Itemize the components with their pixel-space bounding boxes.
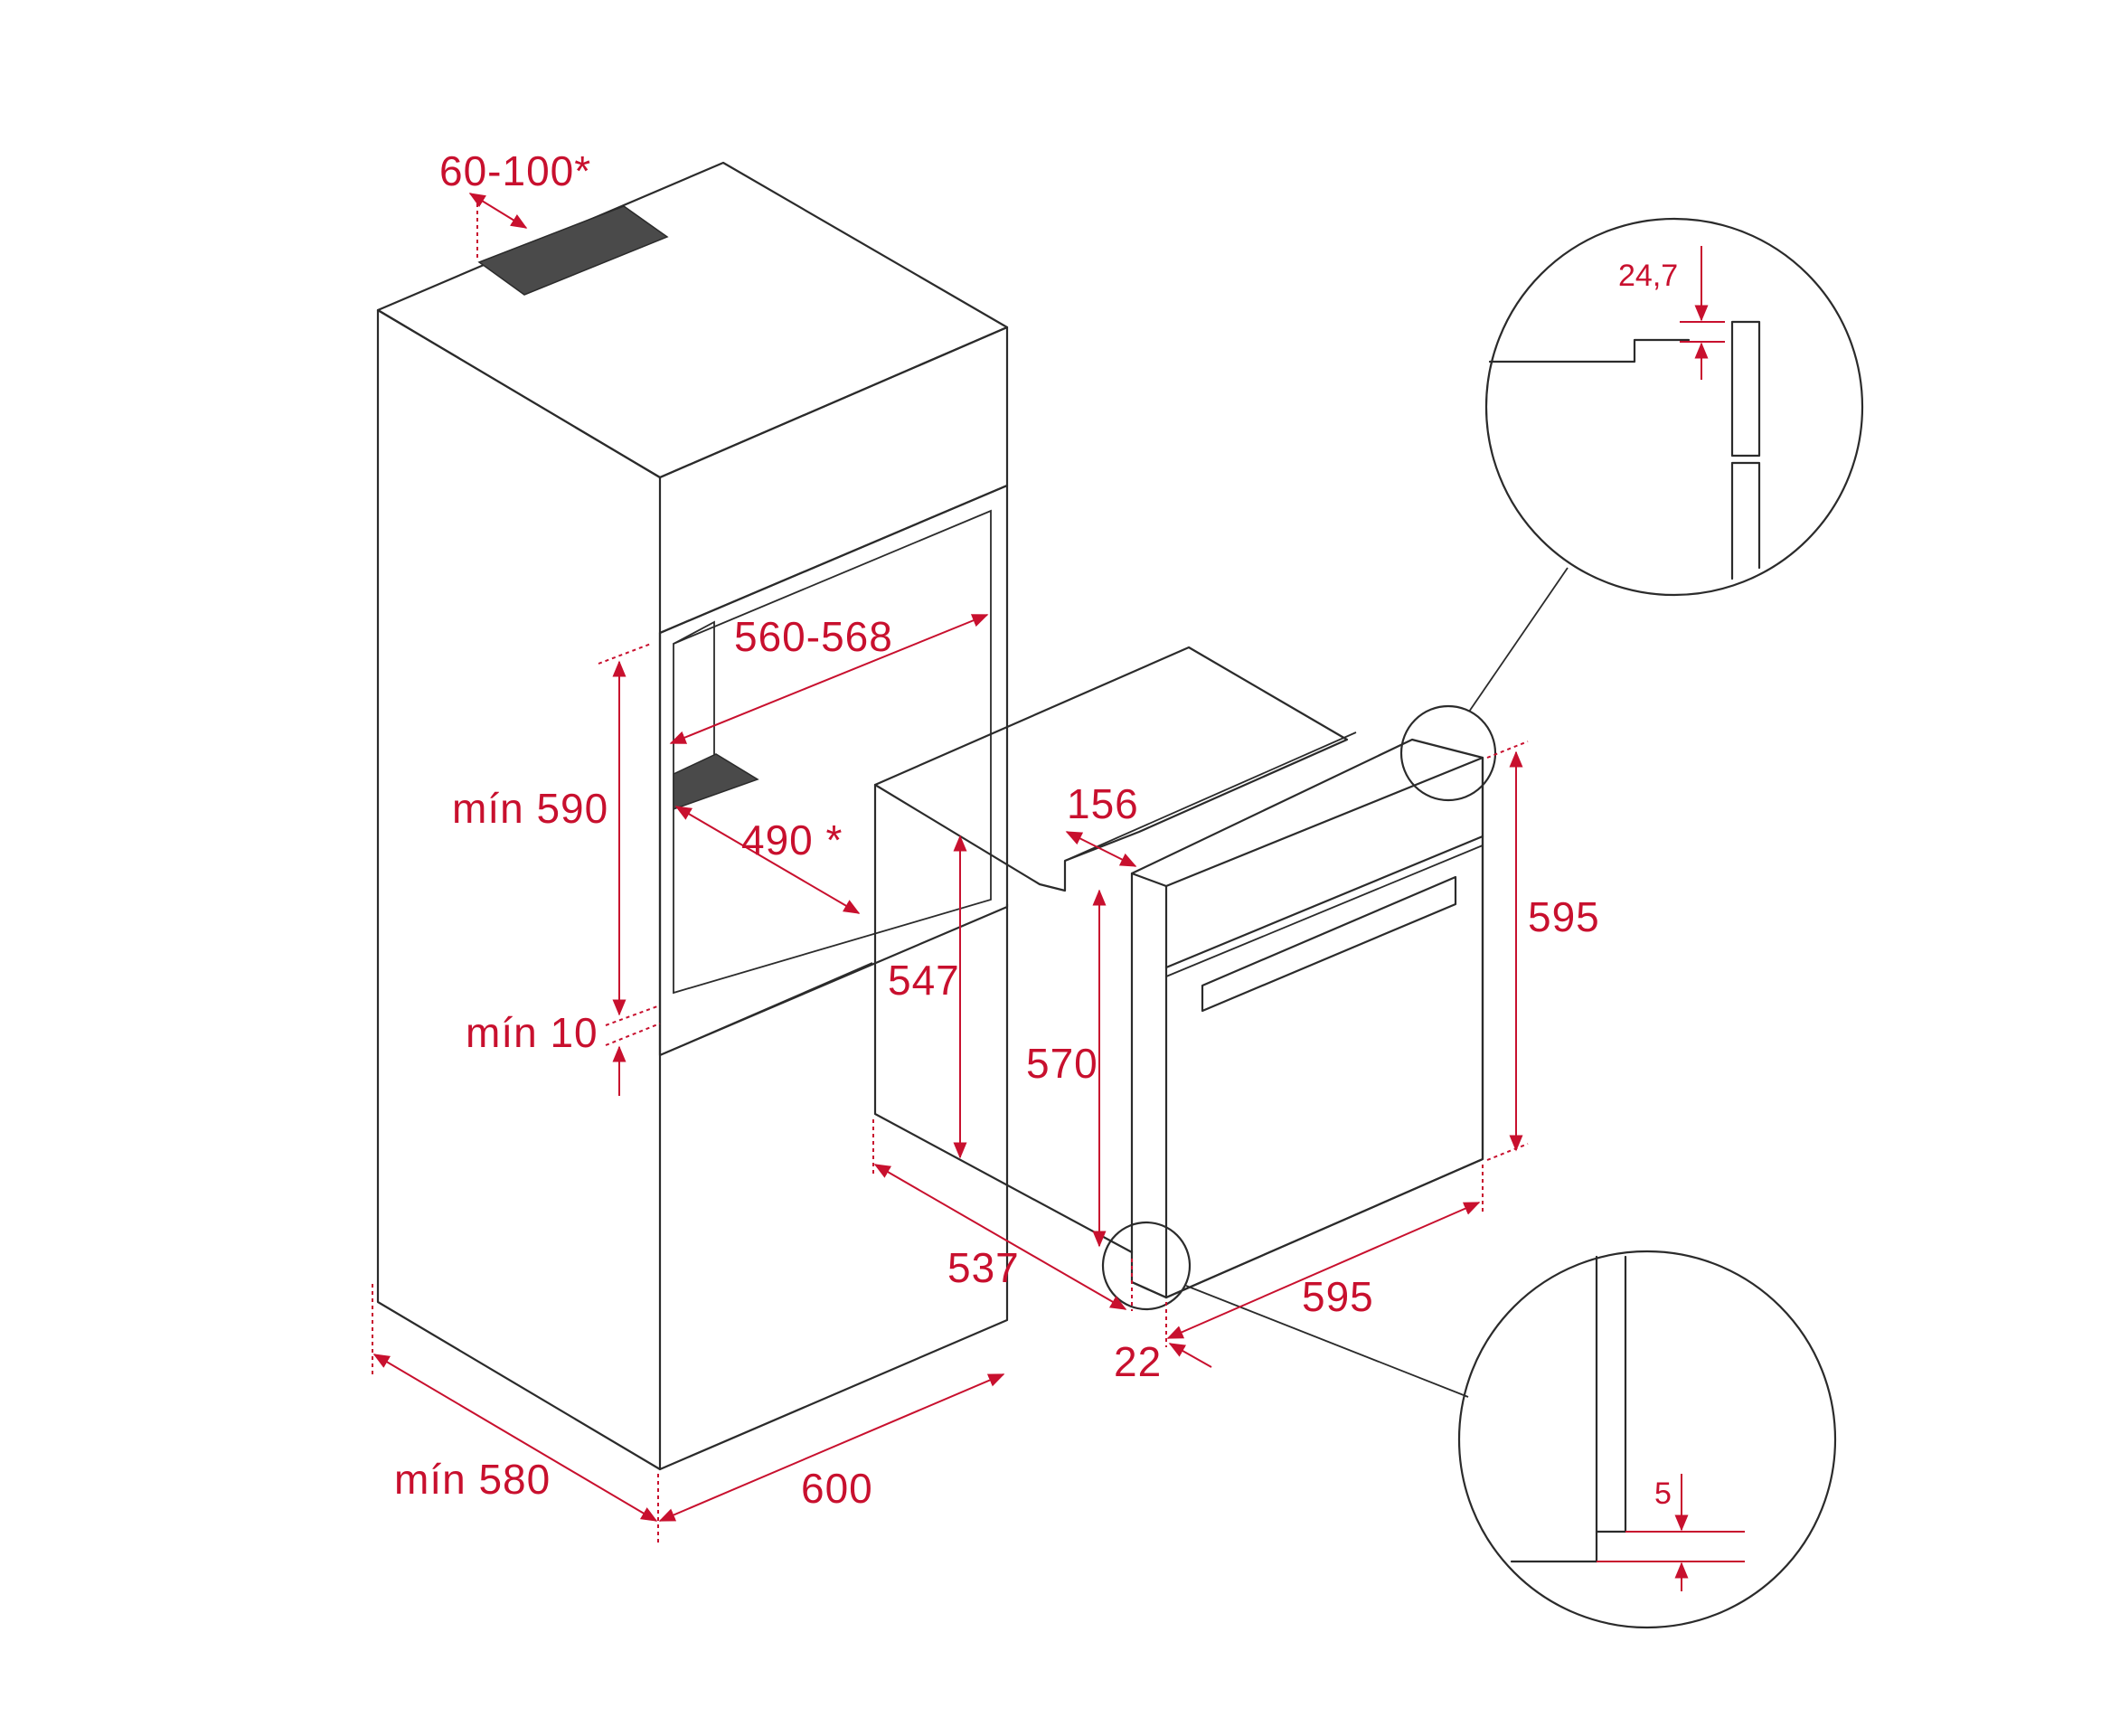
niche-floor-vent bbox=[673, 753, 759, 811]
oven-handle bbox=[1201, 875, 1457, 1013]
oven-front-inner-height-label: 570 bbox=[1026, 1040, 1098, 1087]
base-gap-ext-bottom bbox=[605, 1023, 661, 1046]
cabinet-top-face bbox=[376, 161, 1009, 479]
oven-front-panel bbox=[1164, 756, 1484, 1299]
top-detail-leader bbox=[1468, 567, 1569, 712]
oven-control-divider bbox=[1164, 835, 1484, 969]
cabinet-dimensions: 60-100* 560-568 mín 590 490 * mín 10 mín… bbox=[372, 147, 1005, 1546]
base-gap-label: mín 10 bbox=[466, 1009, 598, 1056]
oven-door-top bbox=[1165, 844, 1484, 977]
cabinet-left-face bbox=[376, 308, 662, 1471]
niche-outer bbox=[658, 484, 1009, 1057]
oven-height-ext-bottom bbox=[1486, 1143, 1529, 1161]
top-vent-slot bbox=[477, 205, 669, 296]
detail-top-panel-upper bbox=[1730, 320, 1761, 458]
bottom-detail-marker bbox=[1101, 1221, 1192, 1311]
detail-top-circle bbox=[1484, 217, 1864, 597]
niche-height-ext-top bbox=[598, 643, 652, 665]
cabinet-depth-dim-line bbox=[372, 1354, 658, 1522]
oven-front-panel-bottom bbox=[1130, 1280, 1168, 1299]
niche-width-dim-line bbox=[669, 614, 989, 744]
oven-height-ext-top bbox=[1486, 741, 1529, 759]
front-panel-arrow bbox=[1168, 1343, 1212, 1368]
oven-front-panel-edge bbox=[1130, 872, 1168, 888]
oven-depth-dim-line bbox=[873, 1164, 1127, 1310]
detail-bottom: 5 bbox=[1457, 1250, 1837, 1629]
cabinet-width-dim-line bbox=[658, 1373, 1005, 1522]
detail-bottom-circle bbox=[1457, 1250, 1837, 1629]
niche-width-label: 560-568 bbox=[734, 613, 893, 660]
base-gap-ext-top bbox=[605, 1005, 661, 1026]
oven-width-label: 595 bbox=[1302, 1273, 1374, 1320]
cabinet-depth-label: mín 580 bbox=[394, 1456, 551, 1503]
niche-depth-label: 490 * bbox=[741, 816, 843, 863]
detail-top-panel-lower bbox=[1730, 461, 1761, 580]
niche-depth-dim-line bbox=[674, 806, 861, 914]
oven-height-label: 595 bbox=[1528, 893, 1600, 940]
niche-inner bbox=[673, 509, 992, 995]
detail-bottom-offset-label: 5 bbox=[1654, 1477, 1672, 1511]
oven-width-dim-line bbox=[1166, 1202, 1481, 1339]
oven-dimensions: 156 547 570 595 537 595 22 bbox=[872, 741, 1600, 1385]
oven-front-frame bbox=[1130, 738, 1484, 1299]
detail-top-offset-label: 24,7 bbox=[1618, 259, 1678, 293]
oven-top-depth-dim-line bbox=[1065, 831, 1137, 867]
top-vent-label: 60-100* bbox=[439, 147, 591, 194]
detail-top: 24,7 bbox=[1484, 217, 1864, 597]
detail-bottom-panel bbox=[1595, 1255, 1627, 1533]
top-vent-dim-line bbox=[468, 193, 528, 229]
oven-body-height-label: 547 bbox=[888, 957, 960, 1004]
cabinet-front-upper bbox=[658, 326, 1009, 635]
oven-side-body bbox=[873, 783, 1134, 1254]
oven-top-depth-label: 156 bbox=[1067, 780, 1139, 827]
niche-height-label: mín 590 bbox=[452, 785, 608, 832]
top-detail-marker bbox=[1399, 704, 1497, 802]
front-panel-label: 22 bbox=[1114, 1338, 1162, 1385]
cabinet bbox=[376, 161, 1009, 1471]
niche-base-line bbox=[659, 962, 873, 1056]
oven-depth-label: 537 bbox=[947, 1244, 1020, 1291]
detail-top-profile bbox=[1488, 338, 1691, 363]
cabinet-width-label: 600 bbox=[801, 1465, 873, 1512]
